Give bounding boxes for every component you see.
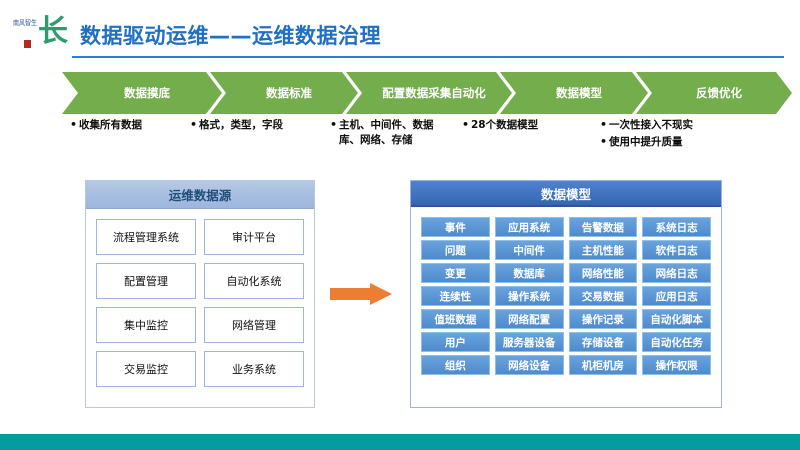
model-item[interactable]: 网络配置 [494, 309, 564, 329]
footer-accent-bar [0, 434, 800, 450]
red-seal-icon [24, 40, 31, 48]
model-item[interactable]: 问题 [421, 240, 490, 260]
flow-arrow-right-icon [330, 283, 392, 305]
model-item[interactable]: 主机性能 [568, 240, 638, 260]
model-item[interactable]: 组织 [421, 355, 490, 375]
model-item[interactable]: 操作记录 [568, 309, 638, 329]
model-item[interactable]: 服务器设备 [494, 332, 564, 352]
process-notes-3: 主机、中间件、数据库、网络、存储 [330, 117, 440, 150]
data-models-title: 数据模型 [411, 181, 721, 207]
source-item[interactable]: 网络管理 [204, 307, 304, 343]
process-step-3-label: 配置数据采集自动化 [382, 86, 486, 100]
model-item[interactable]: 连续性 [421, 286, 490, 306]
note-item: 格式，类型，字段 [190, 117, 330, 133]
model-item[interactable]: 网络性能 [568, 263, 638, 283]
source-item[interactable]: 集中监控 [96, 307, 196, 343]
note-item: 收集所有数据 [70, 117, 190, 133]
logo-caption-text: 南风智生 [12, 19, 37, 28]
note-item: 28个数据模型 [462, 117, 582, 133]
model-item[interactable]: 数据库 [494, 263, 564, 283]
page-title: 数据驱动运维——运维数据治理 [80, 24, 381, 48]
model-item[interactable]: 应用系统 [494, 217, 564, 237]
model-item[interactable]: 软件日志 [642, 240, 711, 260]
source-item[interactable]: 配置管理 [96, 263, 196, 299]
source-item[interactable]: 业务系统 [204, 351, 304, 387]
model-item[interactable]: 存储设备 [568, 332, 638, 352]
model-item[interactable]: 操作权限 [642, 355, 711, 375]
model-item[interactable]: 操作系统 [494, 286, 564, 306]
process-step-5: 反馈优化 [636, 72, 792, 114]
source-item[interactable]: 审计平台 [204, 219, 304, 255]
model-item[interactable]: 应用日志 [642, 286, 711, 306]
ops-data-sources-title: 运维数据源 [86, 181, 314, 209]
data-models-panel: 数据模型 事件 应用系统 告警数据 系统日志 问题 中间件 主机性能 软件日志 … [410, 180, 722, 408]
process-chevron-bar: 数据摸底 数据标准 配置数据采集自动化 数据模型 反馈优化 [62, 72, 792, 114]
process-notes-2: 格式，类型，字段 [190, 117, 330, 135]
model-item[interactable]: 网络日志 [642, 263, 711, 283]
logo-calligraphy-mark: 长 [38, 14, 68, 49]
process-step-2: 数据标准 [210, 72, 358, 114]
data-models-grid: 事件 应用系统 告警数据 系统日志 问题 中间件 主机性能 软件日志 变更 数据… [421, 217, 711, 375]
model-item[interactable]: 中间件 [494, 240, 564, 260]
source-item[interactable]: 自动化系统 [204, 263, 304, 299]
source-item[interactable]: 流程管理系统 [96, 219, 196, 255]
process-notes-5: 一次性接入不现实 使用中提升质量 [600, 117, 750, 152]
ops-data-sources-panel: 运维数据源 流程管理系统 审计平台 配置管理 自动化系统 集中监控 网络管理 交… [85, 180, 315, 408]
source-item[interactable]: 交易监控 [96, 351, 196, 387]
model-item[interactable]: 事件 [421, 217, 490, 237]
process-step-4-label: 数据模型 [556, 86, 602, 100]
note-item: 使用中提升质量 [600, 134, 750, 150]
process-step-1-label: 数据摸底 [124, 86, 170, 100]
process-step-3: 配置数据采集自动化 [346, 72, 512, 114]
process-step-4: 数据模型 [500, 72, 648, 114]
model-item[interactable]: 自动化任务 [642, 332, 711, 352]
model-item[interactable]: 交易数据 [568, 286, 638, 306]
process-step-2-label: 数据标准 [266, 86, 312, 100]
brand-logo: 南风智生 长 [10, 14, 72, 50]
title-divider [72, 56, 784, 58]
model-item[interactable]: 系统日志 [642, 217, 711, 237]
process-notes-1: 收集所有数据 [70, 117, 190, 135]
model-item[interactable]: 告警数据 [568, 217, 638, 237]
model-item[interactable]: 机柜机房 [568, 355, 638, 375]
model-item[interactable]: 自动化脚本 [642, 309, 711, 329]
model-item[interactable]: 网络设备 [494, 355, 564, 375]
note-item: 一次性接入不现实 [600, 117, 750, 133]
model-item[interactable]: 值班数据 [421, 309, 490, 329]
process-notes-4: 28个数据模型 [462, 117, 582, 135]
process-step-1: 数据摸底 [62, 72, 222, 114]
model-item[interactable]: 变更 [421, 263, 490, 283]
process-step-5-label: 反馈优化 [696, 86, 742, 100]
model-item[interactable]: 用户 [421, 332, 490, 352]
note-item: 主机、中间件、数据库、网络、存储 [330, 117, 440, 148]
ops-data-sources-grid: 流程管理系统 审计平台 配置管理 自动化系统 集中监控 网络管理 交易监控 业务… [96, 219, 304, 387]
